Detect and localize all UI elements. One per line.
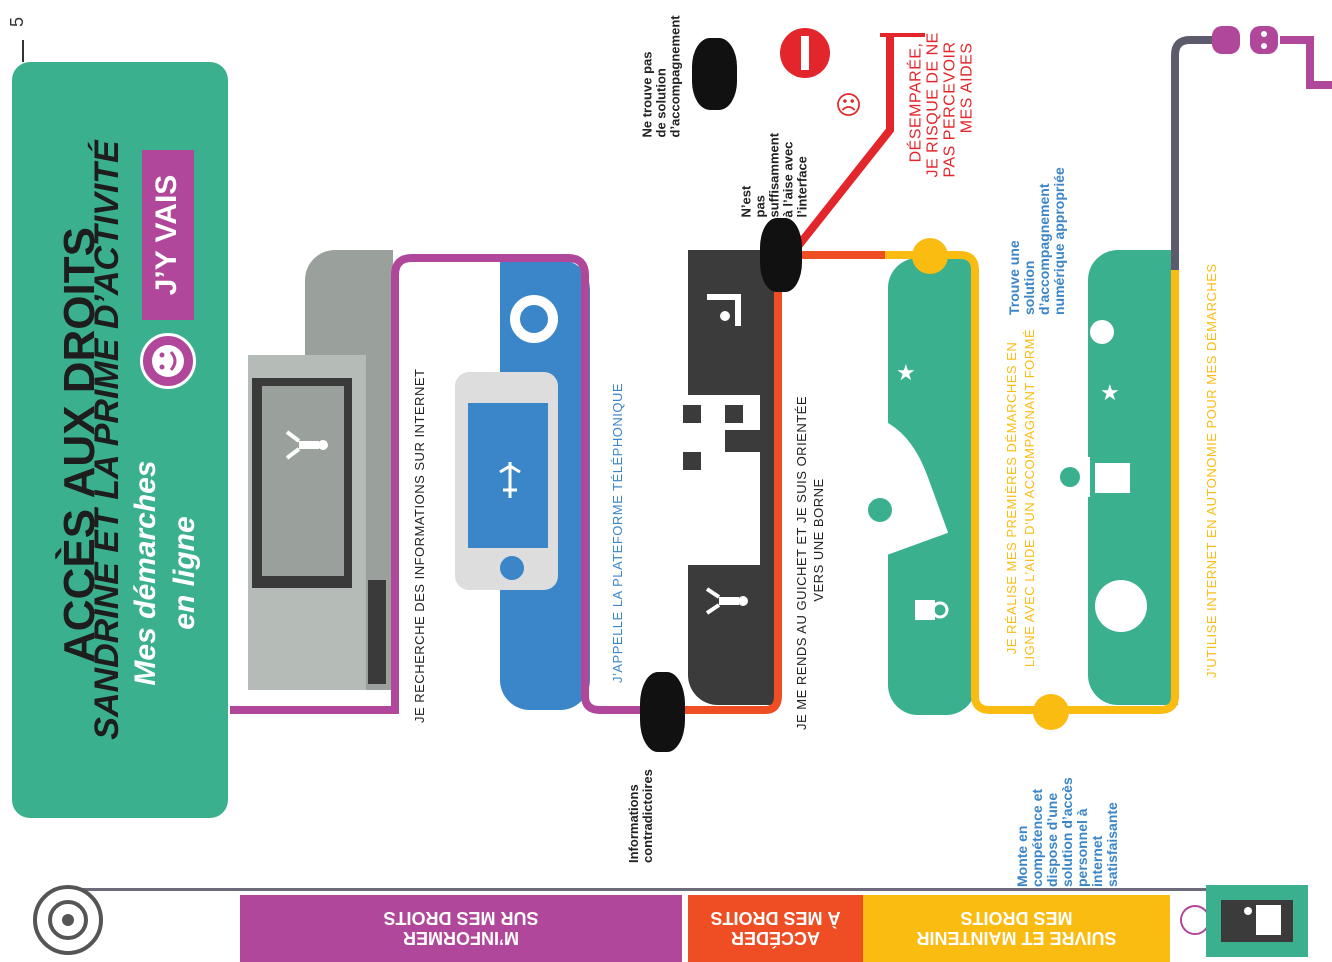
- planet-icon: [1095, 580, 1147, 632]
- success-skills-up: Monte en compétence et dispose d’une sol…: [1014, 777, 1120, 887]
- section-access: ACCÉDER À MES DROITS: [688, 895, 863, 962]
- no-entry-icon: [780, 28, 830, 78]
- walking-person-icon: [705, 585, 749, 617]
- step-phone: J’APPELLE LA PLATEFORME TÉLÉPHONIQUE: [610, 382, 625, 683]
- target-icon: [33, 885, 103, 955]
- building-window-2: [683, 452, 701, 470]
- failure-label: DÉSEMPARÉE, JE RISQUE DE NE PAS PERCEVOI…: [907, 32, 976, 178]
- obstacle-not-at-ease: N’est pas suffisamment à l’aise avec l’i…: [738, 132, 810, 218]
- computer-inner: [262, 386, 344, 576]
- bottom-divider: [80, 888, 1240, 891]
- obstacle-contradictory: Informations contradictoires: [626, 769, 655, 863]
- lifebuoy-icon: [510, 295, 558, 343]
- obstacle-no-support: Ne trouve pas de solution d’accompagneme…: [639, 15, 683, 138]
- star-icon-2: ★: [1100, 380, 1120, 405]
- astronaut-icon: [1040, 445, 1140, 515]
- phone-home-button: [500, 556, 524, 580]
- smiley-icon: [140, 333, 196, 389]
- rocket-icon: [830, 400, 950, 580]
- star-icon: ★: [896, 360, 916, 385]
- satellite-icon: [900, 590, 950, 630]
- step-autonomy: J’UTILISE INTERNET EN AUTONOMIE POUR MES…: [1204, 263, 1219, 678]
- storm-cloud-icon-1: [640, 672, 685, 752]
- section-follow: SUIVRE ET MAINTENIR MES DROITS: [863, 895, 1170, 962]
- step-internet: JE RECHERCHE DES INFORMATIONS SUR INTERN…: [412, 368, 427, 723]
- step-first-1: JE RÉALISE MES PREMIÈRES DÉMARCHES EN: [1004, 341, 1019, 655]
- badge-box: [142, 150, 194, 320]
- step-guichet-2: VERS UNE BORNE: [811, 478, 826, 602]
- page-number-rule: [22, 40, 24, 62]
- step-first-2: LIGNE AVEC L’AIDE D’UN ACCOMPAGNANT FORM…: [1022, 328, 1037, 668]
- section-inform: M’INFORMER SUR MES DROITS: [240, 895, 682, 962]
- storm-cloud-icon-3: [692, 38, 737, 110]
- lightbulb-icon-1: [912, 238, 948, 274]
- building-window-3: [725, 405, 743, 423]
- building-door: [725, 430, 765, 452]
- phone-end-box: [1206, 885, 1308, 957]
- phone-icon: [495, 460, 525, 500]
- distressed-person-icon: ☹: [835, 90, 863, 120]
- kiosk-person-icon: [705, 290, 755, 330]
- person-icon: [285, 428, 329, 462]
- small-planet-icon: [1090, 320, 1114, 344]
- plug-icon: [1212, 20, 1282, 60]
- keyboard: [368, 580, 386, 684]
- step-guichet-1: JE ME RENDS AU GUICHET ET JE SUIS ORIENT…: [794, 395, 809, 730]
- phone-screen: [468, 403, 548, 548]
- lightbulb-icon-2: [1033, 694, 1069, 730]
- success-finds-solution: Trouve une solution d’accompagnement num…: [1006, 167, 1067, 315]
- building-window-1: [683, 405, 701, 423]
- storm-cloud-icon-2: [760, 218, 802, 292]
